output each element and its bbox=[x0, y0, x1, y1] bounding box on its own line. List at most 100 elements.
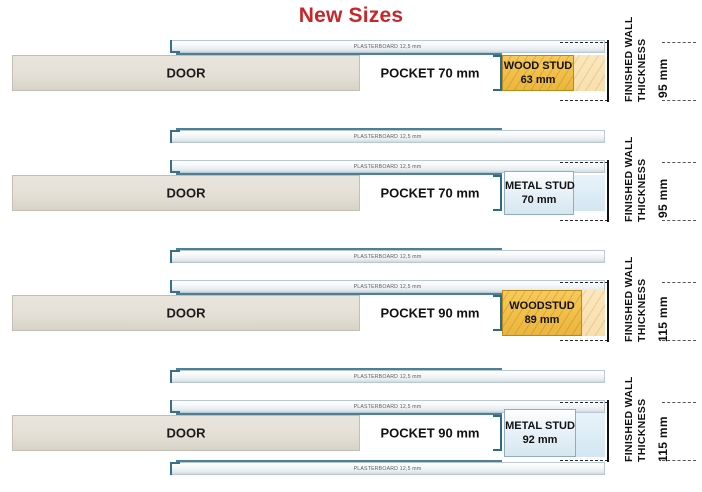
jamb-bottom-icon bbox=[166, 250, 180, 263]
pocket-end-post-icon bbox=[493, 175, 502, 211]
wall-thickness-value: 115 mm bbox=[656, 416, 670, 462]
finished-wall-thickness-line1: FINISHED WALL bbox=[623, 376, 635, 462]
liner-top bbox=[176, 413, 502, 415]
plasterboard-bottom: PLASTERBOARD 12,5 mm bbox=[170, 462, 605, 475]
dimension-rule bbox=[607, 280, 609, 342]
stud-size: 63 mm bbox=[520, 74, 556, 86]
plasterboard-bottom: PLASTERBOARD 12,5 mm bbox=[170, 250, 605, 263]
jamb-top-icon bbox=[166, 400, 180, 413]
assembly-row-4: PLASTERBOARD 12,5 mm DOOR POCKET 90 mm M… bbox=[0, 376, 702, 468]
plasterboard-top-label: PLASTERBOARD 12,5 mm bbox=[353, 163, 422, 170]
liner-bottom bbox=[176, 460, 502, 462]
dimension-tick-top bbox=[662, 42, 696, 43]
wall-thickness-value: 95 mm bbox=[656, 58, 670, 98]
pocket-end-post-icon bbox=[493, 295, 502, 331]
liner-top bbox=[176, 173, 502, 175]
stud-label: WOOD STUD 63 mm bbox=[503, 59, 573, 87]
stud-name: METAL STUD bbox=[505, 420, 575, 432]
stud-label: WOODSTUD 89 mm bbox=[503, 299, 581, 327]
door-panel: DOOR bbox=[12, 55, 360, 91]
pocket-label: POCKET 70 mm bbox=[380, 185, 480, 201]
extension-line-bottom bbox=[560, 340, 608, 341]
dimension-tick-top bbox=[662, 282, 696, 283]
extension-line-top bbox=[560, 402, 608, 403]
finished-wall-thickness-line1: FINISHED WALL bbox=[623, 136, 635, 222]
wall-thickness-value: 95 mm bbox=[656, 178, 670, 218]
pocket-cavity: POCKET 70 mm bbox=[360, 175, 500, 211]
page-title: New Sizes bbox=[298, 4, 404, 27]
plasterboard-top-label: PLASTERBOARD 12,5 mm bbox=[353, 43, 422, 50]
pocket-label: POCKET 70 mm bbox=[380, 65, 480, 81]
dimension-rule bbox=[607, 400, 609, 462]
finished-wall-thickness-line2: THICKNESS bbox=[636, 38, 648, 102]
stud-name: WOODSTUD bbox=[509, 300, 575, 312]
extension-line-bottom bbox=[560, 460, 608, 461]
liner-top bbox=[176, 293, 502, 295]
pocket-cavity: POCKET 90 mm bbox=[360, 415, 500, 451]
plasterboard-bottom: PLASTERBOARD 12,5 mm bbox=[170, 370, 605, 383]
finished-wall-thickness-line1: FINISHED WALL bbox=[623, 16, 635, 102]
wood-stud-block: WOOD STUD 63 mm bbox=[502, 55, 574, 91]
plasterboard-top-label: PLASTERBOARD 12,5 mm bbox=[353, 403, 422, 410]
dimension-tick-bottom bbox=[662, 220, 696, 221]
wall-thickness-value: 115 mm bbox=[656, 296, 670, 342]
door-label: DOOR bbox=[166, 425, 206, 441]
jamb-top-icon bbox=[166, 160, 180, 173]
metal-stud-block: METAL STUD 92 mm bbox=[504, 409, 576, 457]
finished-wall-thickness-line1: FINISHED WALL bbox=[623, 256, 635, 342]
extension-line-top bbox=[560, 282, 608, 283]
metal-stud-block: METAL STUD 70 mm bbox=[504, 171, 575, 215]
dimension-tick-top bbox=[662, 402, 696, 403]
liner-bottom bbox=[176, 248, 502, 250]
pocket-cavity: POCKET 70 mm bbox=[360, 55, 500, 91]
liner-top bbox=[176, 53, 502, 55]
jamb-bottom-icon bbox=[166, 462, 180, 475]
liner-bottom bbox=[176, 368, 502, 370]
door-label: DOOR bbox=[166, 185, 206, 201]
door-panel: DOOR bbox=[12, 295, 360, 331]
stud-size: 92 mm bbox=[522, 434, 558, 446]
stud-size: 89 mm bbox=[524, 314, 560, 326]
door-panel: DOOR bbox=[12, 415, 360, 451]
dimension-tick-top bbox=[662, 162, 696, 163]
dimension-tick-bottom bbox=[662, 340, 696, 341]
pocket-label: POCKET 90 mm bbox=[380, 305, 480, 321]
stud-name: WOOD STUD bbox=[503, 60, 573, 72]
wood-stud-block: WOODSTUD 89 mm bbox=[502, 290, 582, 336]
dimension-tick-bottom bbox=[662, 100, 696, 101]
finished-wall-thickness-line2: THICKNESS bbox=[636, 158, 648, 222]
plasterboard-top: PLASTERBOARD 12,5 mm bbox=[170, 160, 605, 173]
plasterboard-bottom-label: PLASTERBOARD 12,5 mm bbox=[353, 373, 422, 380]
stud-label: METAL STUD 70 mm bbox=[505, 179, 575, 207]
jamb-top-icon bbox=[166, 40, 180, 53]
plasterboard-bottom-label: PLASTERBOARD 12,5 mm bbox=[353, 133, 422, 140]
stud-label: METAL STUD 92 mm bbox=[505, 419, 575, 447]
finished-wall-thickness-line2: THICKNESS bbox=[636, 278, 648, 342]
extension-line-top bbox=[560, 162, 608, 163]
door-label: DOOR bbox=[166, 65, 206, 81]
dimension-tick-bottom bbox=[662, 460, 696, 461]
extension-line-top bbox=[560, 42, 608, 43]
jamb-bottom-icon bbox=[166, 130, 180, 143]
plasterboard-bottom-label: PLASTERBOARD 12,5 mm bbox=[353, 465, 422, 472]
stud-name: METAL STUD bbox=[505, 180, 575, 192]
assembly-row-3: PLASTERBOARD 12,5 mm DOOR POCKET 90 mm W… bbox=[0, 256, 702, 348]
pocket-end-post-icon bbox=[493, 415, 502, 451]
liner-bottom bbox=[176, 128, 502, 130]
plasterboard-top-label: PLASTERBOARD 12,5 mm bbox=[353, 283, 422, 290]
jamb-top-icon bbox=[166, 280, 180, 293]
extension-line-bottom bbox=[560, 100, 608, 101]
pocket-end-post-icon bbox=[493, 55, 502, 91]
finished-wall-thickness-line2: THICKNESS bbox=[636, 398, 648, 462]
plasterboard-top: PLASTERBOARD 12,5 mm bbox=[170, 40, 605, 53]
extension-line-bottom bbox=[560, 220, 608, 221]
assembly-row-2: PLASTERBOARD 12,5 mm DOOR POCKET 70 mm M… bbox=[0, 136, 702, 228]
dimension-rule bbox=[607, 160, 609, 222]
assembly-row-1: PLASTERBOARD 12,5 mm DOOR POCKET 70 mm W… bbox=[0, 16, 702, 108]
door-panel: DOOR bbox=[12, 175, 360, 211]
pocket-label: POCKET 90 mm bbox=[380, 425, 480, 441]
door-label: DOOR bbox=[166, 305, 206, 321]
dimension-rule bbox=[607, 40, 609, 102]
pocket-cavity: POCKET 90 mm bbox=[360, 295, 500, 331]
